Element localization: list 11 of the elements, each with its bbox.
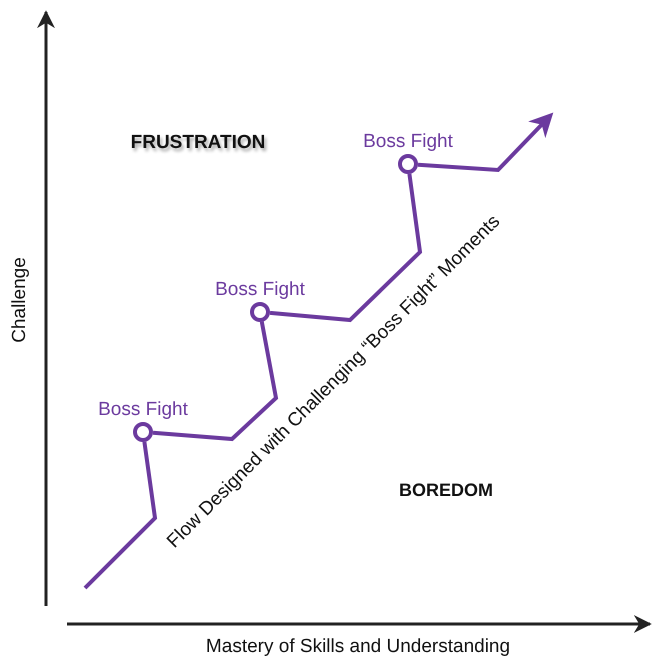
zone-label: FRUSTRATION [130,132,266,154]
milestone-label: Boss Fight [215,279,305,301]
axis-title: Challenge [9,257,31,343]
milestone-label: Boss Fight [363,131,453,153]
flow-line [84,442,158,590]
flow-line [270,174,422,322]
flow-arrow [418,112,554,172]
zone-label: BOREDOM [399,479,493,501]
axis-title: Mastery of Skills and Understanding [206,636,510,658]
flow-line [152,321,278,442]
milestone-label: Boss Fight [98,399,188,421]
